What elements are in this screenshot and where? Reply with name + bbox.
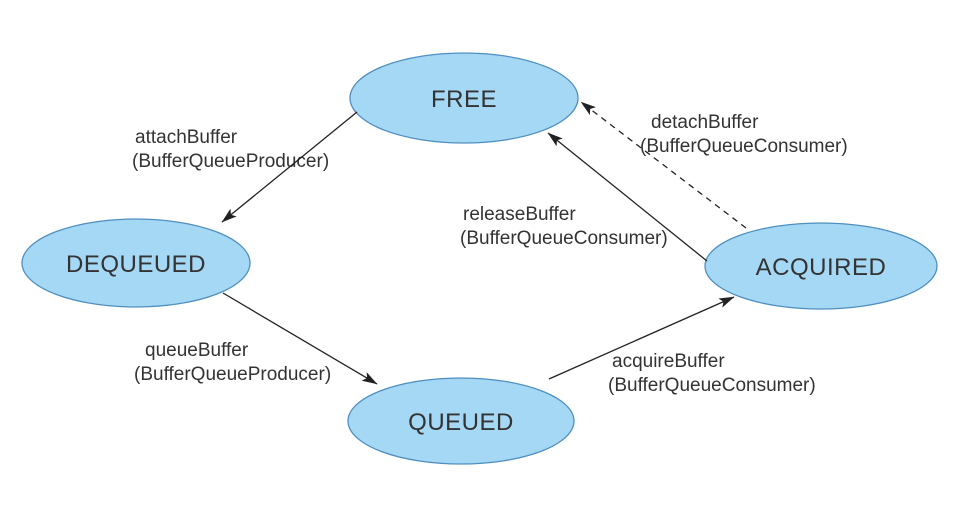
edge-label-acquirebuffer-line1: acquireBuffer [612,351,725,372]
edge-label-releasebuffer-line2: (BufferQueueConsumer) [460,228,668,249]
edge-label-attachbuffer-line1: attachBuffer [135,127,238,148]
edge-arrow-attachbuffer [221,111,358,223]
state-label-queued: QUEUED [408,409,514,436]
state-ellipse-queued [347,377,575,465]
edge-label-detachbuffer: detachBuffer (BufferQueueConsumer) [640,112,848,157]
edge-label-queuebuffer: queueBuffer (BufferQueueProducer) [134,340,331,385]
state-node-queued: QUEUED [347,377,575,465]
edge-label-queuebuffer-line1: queueBuffer [145,340,249,361]
edge-label-detachbuffer-line2: (BufferQueueConsumer) [640,136,848,157]
edge-arrow-releasebuffer [547,132,708,262]
edge-arrow-acquirebuffer [548,296,735,380]
edge-label-attachbuffer-line2: (BufferQueueProducer) [132,151,329,172]
edge-label-detachbuffer-line1: detachBuffer [651,112,759,133]
state-node-dequeued: DEQUEUED [21,218,251,308]
state-label-acquired: ACQUIRED [756,254,887,281]
edge-label-attachbuffer: attachBuffer (BufferQueueProducer) [132,127,329,172]
state-node-free: FREE [349,52,579,144]
edge-label-acquirebuffer-line2: (BufferQueueConsumer) [608,375,816,396]
edge-label-acquirebuffer: acquireBuffer (BufferQueueConsumer) [608,351,816,396]
edge-label-queuebuffer-line2: (BufferQueueProducer) [134,364,331,385]
state-ellipse-dequeued [21,218,251,308]
edge-label-releasebuffer-line1: releaseBuffer [463,204,576,225]
state-node-acquired: ACQUIRED [704,222,938,310]
state-ellipse-acquired [704,222,938,310]
edge-arrow-queuebuffer [222,292,378,385]
edge-arrow-detachbuffer-dashed [580,101,747,229]
state-label-free: FREE [431,86,497,113]
state-ellipse-free [349,52,579,144]
edge-label-releasebuffer: releaseBuffer (BufferQueueConsumer) [460,204,668,249]
state-label-dequeued: DEQUEUED [66,251,206,278]
